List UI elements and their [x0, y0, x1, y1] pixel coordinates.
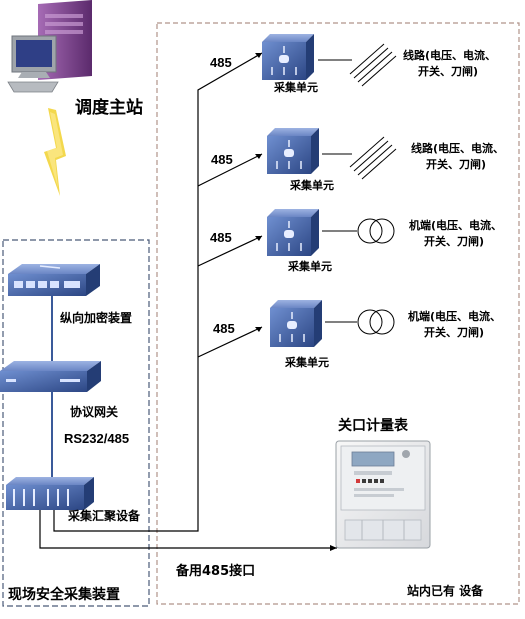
backup-interface-label: 备用485接口 — [176, 564, 256, 579]
aggregator-label: 采集汇聚设备 — [68, 509, 141, 523]
rack-device-icon — [6, 477, 94, 510]
gateway-icon — [0, 361, 101, 392]
target-desc: 开关、刀闸) — [418, 65, 479, 78]
target-name: 机端(电压、电流、 — [408, 310, 502, 323]
bus-label: 485 — [211, 152, 233, 167]
transformer-icon — [357, 218, 395, 244]
gateway-label: 协议网关 — [70, 405, 119, 419]
backup-485-line — [39, 510, 337, 549]
bus-label: 485 — [210, 55, 232, 70]
collection-unit-icon — [270, 300, 322, 347]
target-desc: 开关、刀闸) — [424, 235, 485, 248]
field-device-label: 现场安全采集装置 — [8, 587, 120, 603]
station-equipment-border — [156, 22, 520, 605]
target-desc: 开关、刀闸) — [424, 326, 485, 339]
meter-label: 关口计量表 — [338, 418, 408, 434]
bus-label: 485 — [213, 321, 235, 336]
target-name: 线路(电压、电流、 — [411, 142, 505, 155]
network-switch-icon — [8, 264, 100, 296]
master-station-label: 调度主站 — [75, 98, 143, 118]
target-desc: 开关、刀闸) — [426, 158, 487, 171]
collection-unit-icon — [267, 128, 319, 174]
collection-unit-label: 采集单元 — [290, 179, 334, 192]
station-equipment-label: 站内已有 设备 — [407, 584, 484, 598]
field-device-border — [2, 239, 150, 607]
bus-label: 485 — [210, 230, 232, 245]
target-name: 线路(电压、电流、 — [403, 49, 497, 62]
collection-unit-label: 采集单元 — [274, 81, 318, 94]
collection-unit-label: 采集单元 — [288, 260, 332, 273]
rs485-bus-line — [53, 52, 263, 532]
energy-meter-icon — [335, 440, 431, 549]
collection-unit-icon — [262, 34, 314, 80]
power-line-icon — [349, 136, 397, 180]
power-line-icon — [349, 43, 397, 87]
interface-label: RS232/485 — [64, 431, 130, 446]
transformer-icon — [357, 309, 395, 335]
collection-unit-label: 采集单元 — [285, 356, 329, 369]
encryption-device-label: 纵向加密装置 — [60, 311, 133, 325]
target-name: 机端(电压、电流、 — [409, 219, 503, 232]
computer-icon — [7, 0, 92, 93]
collection-unit-icon — [267, 209, 319, 256]
